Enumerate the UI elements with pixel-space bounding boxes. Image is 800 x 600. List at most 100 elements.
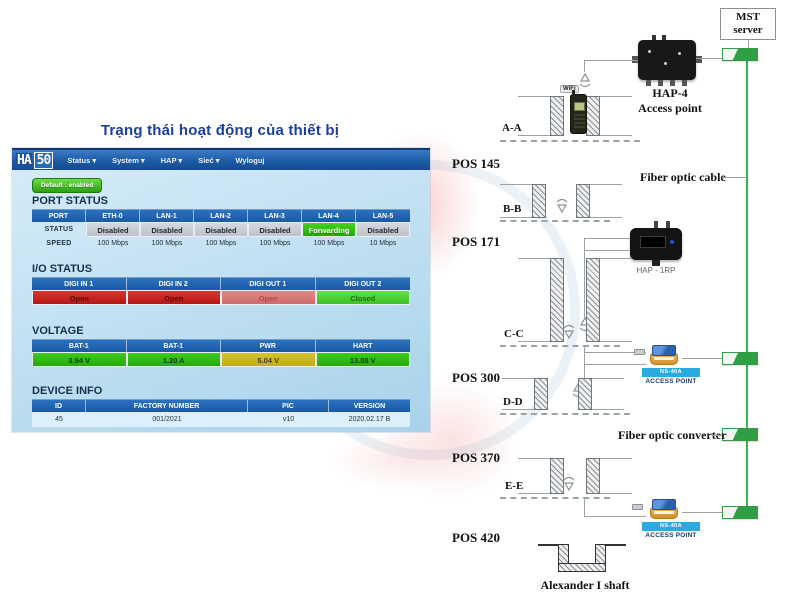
connector-line	[584, 238, 585, 318]
port-status-header-row: PORT ETH-0 LAN-1 LAN-2 LAN-3 LAN-4 LAN-5	[32, 209, 410, 222]
speed-value: 100 Mbps	[205, 240, 237, 247]
shaft-wall	[518, 96, 564, 136]
row-label: SPEED	[46, 240, 72, 247]
access-point-icon	[648, 344, 680, 366]
main-menu: Status ▾ System ▾ HAP ▾ Sieć ▾ Wyloguj	[67, 156, 264, 165]
handheld-wifi-phone	[570, 90, 587, 134]
section-label: D-D	[503, 396, 523, 408]
section-label: A-A	[502, 122, 522, 134]
io-status-badge: Closed	[315, 290, 410, 305]
access-point-caption: ACCESS POINT	[645, 532, 697, 539]
row-label: STATUS	[44, 226, 74, 233]
navbar: HA 50 Status ▾ System ▾ HAP ▾ Sieć ▾ Wyl…	[12, 148, 430, 170]
fiber-optic-backbone	[746, 58, 748, 512]
status-badge: Disabled	[248, 222, 302, 237]
shaft-wall	[586, 458, 632, 494]
io-status-badge: Open	[221, 290, 316, 305]
col-header: DIGI IN 1	[32, 277, 127, 290]
device-info-title: DEVICE INFO	[32, 385, 103, 397]
io-status-badge: Open	[32, 290, 127, 305]
col-header: FACTORY NUMBER	[86, 399, 248, 412]
speed-value: 100 Mbps	[313, 240, 345, 247]
io-status-badge: Open	[126, 290, 221, 305]
shaft-wall	[578, 378, 624, 410]
port-status-row: STATUS Disabled Disabled Disabled Disabl…	[32, 222, 410, 237]
col-header: DIGI IN 2	[126, 277, 221, 290]
access-point-model-badge: NS-40A	[642, 522, 700, 531]
io-header-row: DIGI IN 1 DIGI IN 2 DIGI OUT 1 DIGI OUT …	[32, 277, 410, 290]
status-badge-forwarding: Forwarding	[302, 222, 356, 237]
voltage-badge: 5.04 V	[221, 352, 316, 367]
col-header: HART	[315, 339, 410, 352]
device-info-value-row: 45 001/2021 v10 2020.02.17 B	[32, 412, 410, 427]
device-status-panel: HA 50 Status ▾ System ▾ HAP ▾ Sieć ▾ Wyl…	[12, 148, 430, 432]
col-header: PORT	[32, 209, 86, 222]
io-status-title: I/O STATUS	[32, 263, 93, 275]
connector-line	[748, 40, 749, 50]
fiber-converter-icon	[722, 352, 758, 365]
mst-server-box: MST server	[720, 8, 776, 40]
voltage-header-row: BAT-1 BAT-1 PWR HART	[32, 339, 410, 352]
col-header: BAT-1	[32, 339, 127, 352]
col-header: LAN-3	[248, 209, 302, 222]
pos-label: POS 370	[452, 450, 501, 465]
mst-server-label: server	[733, 24, 763, 36]
fiber-converter-icon	[722, 48, 758, 61]
fiber-converter-label: Fiber optic converter	[618, 428, 727, 442]
port-status-title: PORT STATUS	[32, 195, 108, 207]
hap4-device-photo	[632, 35, 702, 86]
connector-line	[696, 58, 724, 59]
shaft-bottom-flange	[538, 544, 560, 546]
connector-line	[584, 352, 646, 353]
connector-line	[584, 60, 638, 61]
level-dashed-line	[500, 220, 610, 222]
speed-value: 100 Mbps	[151, 240, 183, 247]
key-icon	[632, 504, 643, 510]
connector-line	[584, 238, 630, 239]
status-badge: Disabled	[140, 222, 194, 237]
pos-label: POS 145	[452, 156, 501, 171]
level-dashed-line	[500, 140, 640, 142]
menu-item-logout[interactable]: Wyloguj	[235, 155, 265, 165]
pos-label: POS 300	[452, 370, 501, 385]
section-label: E-E	[505, 480, 524, 492]
shaft-wall	[586, 258, 632, 342]
key-icon	[634, 349, 645, 355]
col-header: DIGI OUT 1	[221, 277, 316, 290]
voltage-badge: 1.20 A	[126, 352, 221, 367]
shaft-wall	[502, 378, 548, 410]
menu-item-network[interactable]: Sieć ▾	[198, 155, 220, 165]
antenna-icon	[563, 476, 575, 492]
antenna-icon	[563, 324, 575, 340]
connector-line	[682, 512, 722, 513]
menu-item-hap[interactable]: HAP ▾	[160, 155, 183, 165]
menu-item-system[interactable]: System ▾	[112, 155, 145, 165]
voltage-table: BAT-1 BAT-1 PWR HART 3.94 V 1.20 A 5.04 …	[32, 339, 410, 367]
status-badge: Disabled	[356, 222, 410, 237]
col-header: ETH-0	[86, 209, 140, 222]
col-header: LAN-5	[356, 209, 410, 222]
logo-text: 50	[33, 151, 54, 169]
pos-label: POS 171	[452, 234, 501, 249]
level-dashed-line	[500, 345, 620, 347]
refresh-enabled-button[interactable]: Default : enabled	[32, 178, 102, 193]
speed-value: 100 Mbps	[259, 240, 291, 247]
level-dashed-line	[500, 413, 630, 415]
status-badge: Disabled	[194, 222, 248, 237]
watermark-pink-blob	[330, 430, 450, 490]
col-header: LAN-2	[194, 209, 248, 222]
shaft-bottom-floor	[558, 563, 606, 572]
voltage-value-row: 3.94 V 1.20 A 5.04 V 13.08 V	[32, 352, 410, 367]
antenna-icon	[556, 198, 568, 214]
pic-value: v10	[248, 412, 329, 427]
port-status-table: PORT ETH-0 LAN-1 LAN-2 LAN-3 LAN-4 LAN-5…	[32, 209, 410, 250]
col-header: BAT-1	[126, 339, 221, 352]
fiber-converter-icon	[722, 506, 758, 519]
col-header: LAN-4	[302, 209, 356, 222]
col-header: DIGI OUT 2	[315, 277, 410, 290]
device-info-header-row: ID FACTORY NUMBER PIC VERSION	[32, 399, 410, 412]
menu-item-status[interactable]: Status ▾	[67, 155, 97, 165]
voltage-badge: 13.08 V	[315, 352, 410, 367]
connector-line	[584, 516, 646, 517]
fiber-converter-icon	[722, 428, 758, 441]
